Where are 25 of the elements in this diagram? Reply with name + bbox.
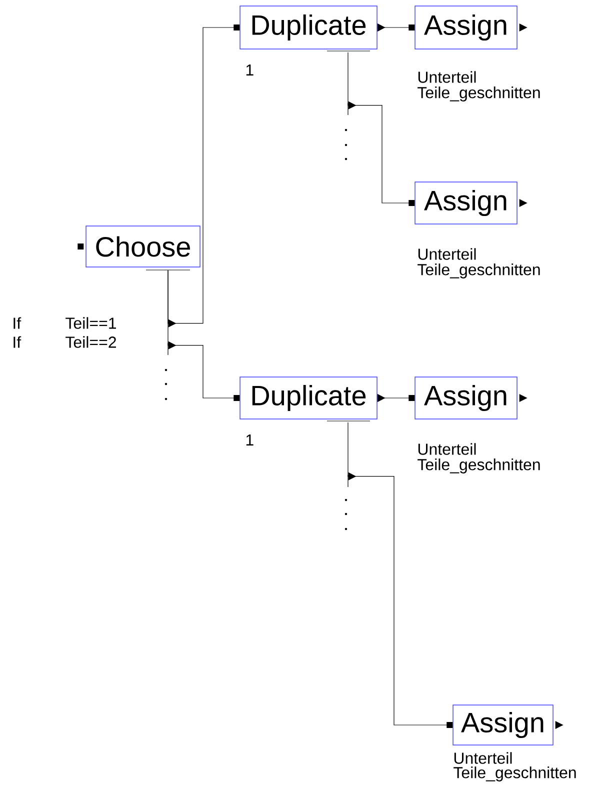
block-annotation: 1 [246,64,254,76]
connector-arrow [348,52,415,206]
block-annotation: Teile_geschnitten [454,766,576,782]
condition-text: Teil==2 [66,336,116,348]
block-box: Choose [86,226,200,268]
block-annotation: Unterteil [418,248,476,260]
block-box: Duplicate [240,6,378,50]
connector-arrow [168,24,240,328]
block-annotation: Unterteil [418,71,476,83]
block-annotation: Unterteil [418,443,476,455]
connector-arrow [168,270,240,401]
block-box: Duplicate [240,376,378,420]
condition-text: Teil==1 [66,317,116,329]
block-annotation: Teile_geschnitten [418,264,540,278]
condition-text: If [14,336,22,348]
block-annotation: 1 [246,434,254,446]
block-box: Assign [414,376,518,420]
block-annotation: Unterteil [454,752,512,764]
connector-arrow [348,422,453,728]
block-annotation: Teile_geschnitten [418,458,540,474]
condition-text: If [14,317,22,329]
block-box: Assign [452,704,554,746]
block-annotation: Teile_geschnitten [418,86,540,102]
block-box: Assign [414,6,518,50]
block-box: Assign [414,182,518,224]
